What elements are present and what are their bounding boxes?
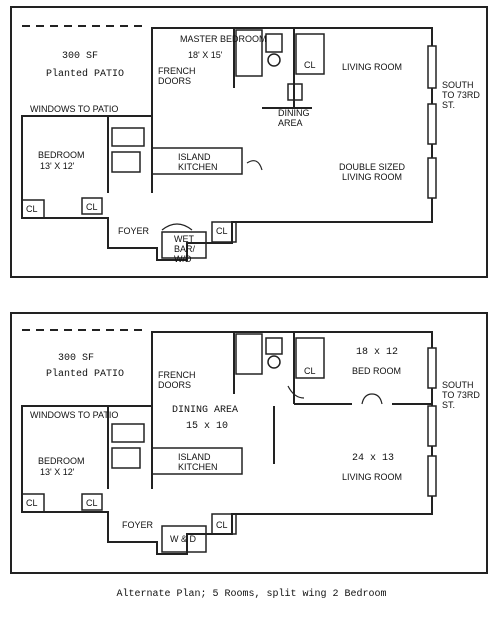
closet-box-top — [295, 33, 325, 75]
foyer-label: FOYER — [118, 226, 150, 236]
closet-label: CL — [86, 202, 98, 212]
south-to-street-label: SOUTH TO 73RD ST. — [442, 380, 480, 410]
patio-area-label: 300 SF — [58, 353, 95, 364]
sink-top — [265, 33, 283, 53]
closet-label: CL — [304, 366, 316, 376]
living-size: 24 x 13 — [352, 453, 395, 464]
bedroom-size: 13' X 12' — [40, 161, 75, 171]
island-kitchen-label: ISLAND KITCHEN — [178, 152, 218, 172]
south-to-street-label: SOUTH TO 73RD ST. — [442, 80, 480, 110]
patio-area-label: 300 SF — [62, 51, 99, 62]
floor-plan-original: 300 SF Planted PATIO WINDOWS TO PATIO MA… — [10, 6, 488, 278]
french-doors-label: FRENCH DOORS — [158, 370, 196, 390]
french-doors-label: FRENCH DOORS — [158, 66, 196, 86]
wet-bar-label: WET BAR/ W/D — [174, 234, 196, 264]
washer-dryer-label: W & D — [170, 534, 196, 544]
floor-plan-alternate: 300 SF Planted PATIO FRENCH DOORS CL 18 … — [10, 312, 488, 574]
dining-area-label: DINING AREA — [172, 405, 239, 416]
double-living-room-label: DOUBLE SIZED LIVING ROOM — [338, 162, 405, 182]
plan-lines-bottom — [21, 329, 437, 555]
living-room-label: LIVING ROOM — [342, 472, 403, 482]
bedroom-label: BEDROOM — [38, 150, 85, 160]
closet-small-top — [287, 83, 303, 101]
closet-label: CL — [86, 498, 98, 508]
bedroom-label: BEDROOM — [38, 456, 85, 466]
closet-label: CL — [26, 498, 38, 508]
windows-to-patio-label: WINDOWS TO PATIO — [30, 104, 119, 114]
bedroom-2-size: 18 x 12 — [356, 347, 399, 358]
master-bedroom-label: MASTER BEDROOM — [180, 34, 267, 44]
toilet-top — [267, 53, 281, 67]
plan-lines-top — [21, 25, 437, 261]
dining-area-label: DINING AREA — [278, 108, 310, 128]
bathtub-top — [235, 29, 263, 77]
closet-label: CL — [216, 520, 228, 530]
foyer-label: FOYER — [122, 520, 154, 530]
closet-label: CL — [216, 226, 228, 236]
bedroom-size: 13' X 12' — [40, 467, 75, 477]
dining-size: 15 x 10 — [186, 421, 229, 432]
plan-caption: Alternate Plan; 5 Rooms, split wing 2 Be… — [116, 589, 387, 600]
patio-label: Planted PATIO — [46, 69, 125, 80]
windows-to-patio-label: WINDOWS TO PATIO — [30, 410, 119, 420]
bed-room-label: BED ROOM — [352, 366, 402, 376]
apartment-outline-top — [21, 27, 433, 261]
living-room-label: LIVING ROOM — [342, 62, 403, 72]
apartment-outline-bottom — [21, 331, 433, 555]
master-bedroom-size: 18' X 15' — [188, 50, 223, 60]
closet-label: CL — [26, 204, 38, 214]
island-kitchen-label: ISLAND KITCHEN — [178, 452, 218, 472]
closet-label: CL — [304, 60, 316, 70]
patio-label: Planted PATIO — [46, 369, 125, 380]
